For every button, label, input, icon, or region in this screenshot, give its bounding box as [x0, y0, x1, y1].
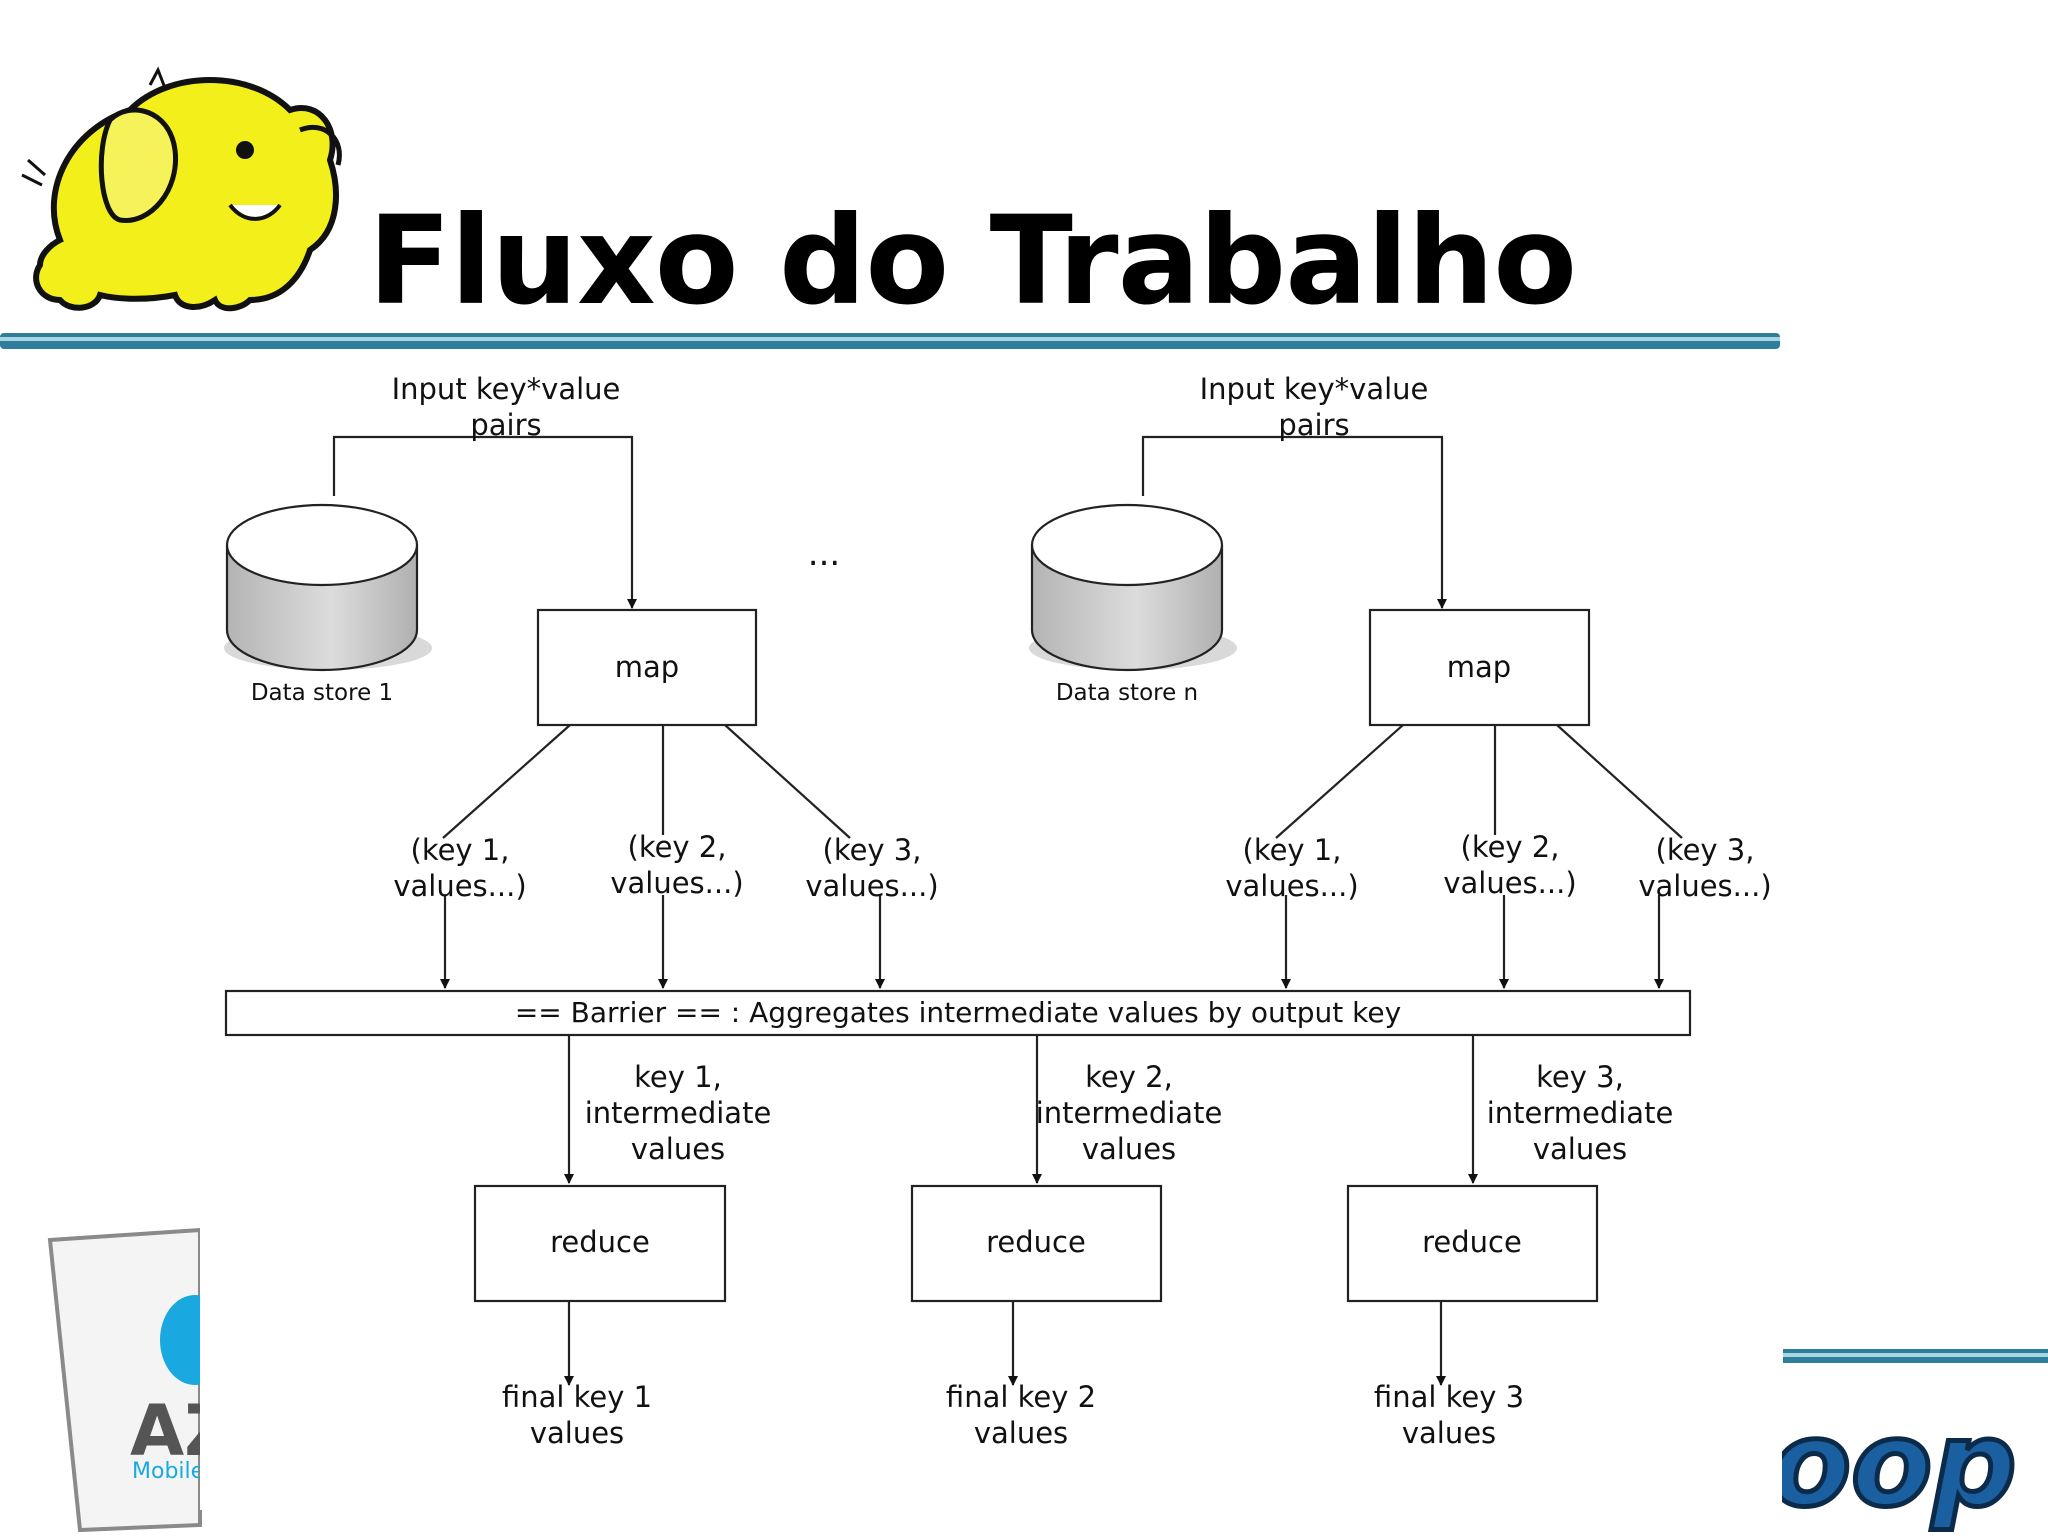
map-label-left: map: [615, 650, 679, 684]
reduce-label-1: reduce: [550, 1225, 650, 1259]
input-label-right-line1: Input key*value: [1200, 372, 1429, 406]
map-label-right: map: [1447, 650, 1511, 684]
reduce-label-3: reduce: [1422, 1225, 1522, 1259]
intermediate-2-line2: intermediate: [1036, 1096, 1223, 1130]
barrier-text: == Barrier == : Aggregates intermediate …: [515, 996, 1401, 1029]
intermediate-3-line3: values: [1533, 1132, 1627, 1166]
map-left-output-2-line1: (key 2,: [628, 830, 727, 864]
map-left-output-1-line2: values...): [393, 869, 526, 903]
map-left-output-2-line2: values...): [610, 866, 743, 900]
map-right-output-1-line2: values...): [1225, 869, 1358, 903]
data-store-right-label: Data store n: [1056, 680, 1198, 706]
map-left-output-1-line1: (key 1,: [411, 833, 510, 867]
map-box-right: [1368, 608, 1591, 727]
svg-text:oop: oop: [1770, 1395, 2017, 1533]
input-label-left-line1: Input key*value: [392, 372, 621, 406]
data-store-left-label: Data store 1: [251, 680, 393, 706]
final-3-line1: final key 3: [1374, 1380, 1524, 1414]
map-right-output-2-line2: values...): [1443, 866, 1576, 900]
map-right-output-3-line2: values...): [1638, 869, 1771, 903]
map-box-left: [536, 608, 758, 727]
final-2-line2: values: [974, 1416, 1068, 1450]
intermediate-1-line1: key 1,: [634, 1060, 722, 1094]
reduce-box-3: [1346, 1184, 1599, 1303]
intermediate-2-line1: key 2,: [1085, 1060, 1173, 1094]
final-2-line1: final key 2: [946, 1380, 1096, 1414]
reduce-label-2: reduce: [986, 1225, 1086, 1259]
final-3-line2: values: [1402, 1416, 1496, 1450]
intermediate-2-line3: values: [1082, 1132, 1176, 1166]
data-store-left-cylinder-icon: [224, 503, 432, 672]
background-hadoop-wordmark: oop: [1768, 1393, 2020, 1536]
map-left-output-3-line1: (key 3,: [823, 833, 922, 867]
final-1-line1: final key 1: [502, 1380, 652, 1414]
map-right-output-3-line1: (key 3,: [1656, 833, 1755, 867]
input-label-right-line2: pairs: [1278, 408, 1349, 442]
slide-title: Fluxo do Trabalho: [368, 189, 1577, 332]
map-right-output-2-line1: (key 2,: [1461, 830, 1560, 864]
intermediate-1-line3: values: [631, 1132, 725, 1166]
barrier-bar: [224, 989, 1692, 1037]
intermediate-3-line2: intermediate: [1487, 1096, 1674, 1130]
svg-text:Mobile: Mobile: [132, 1459, 204, 1484]
intermediate-1-line2: intermediate: [585, 1096, 772, 1130]
reduce-box-2: [910, 1184, 1163, 1303]
intermediate-3-line1: key 3,: [1536, 1060, 1624, 1094]
final-1-line2: values: [530, 1416, 624, 1450]
ellipsis: ...: [808, 534, 840, 574]
hadoop-elephant-logo: [21, 66, 342, 312]
input-label-left-line2: pairs: [470, 408, 541, 442]
map-right-output-1-line1: (key 1,: [1243, 833, 1342, 867]
map-left-output-3-line2: values...): [805, 869, 938, 903]
reduce-box-1: [473, 1184, 727, 1303]
data-store-right-cylinder-icon: [1029, 503, 1237, 672]
